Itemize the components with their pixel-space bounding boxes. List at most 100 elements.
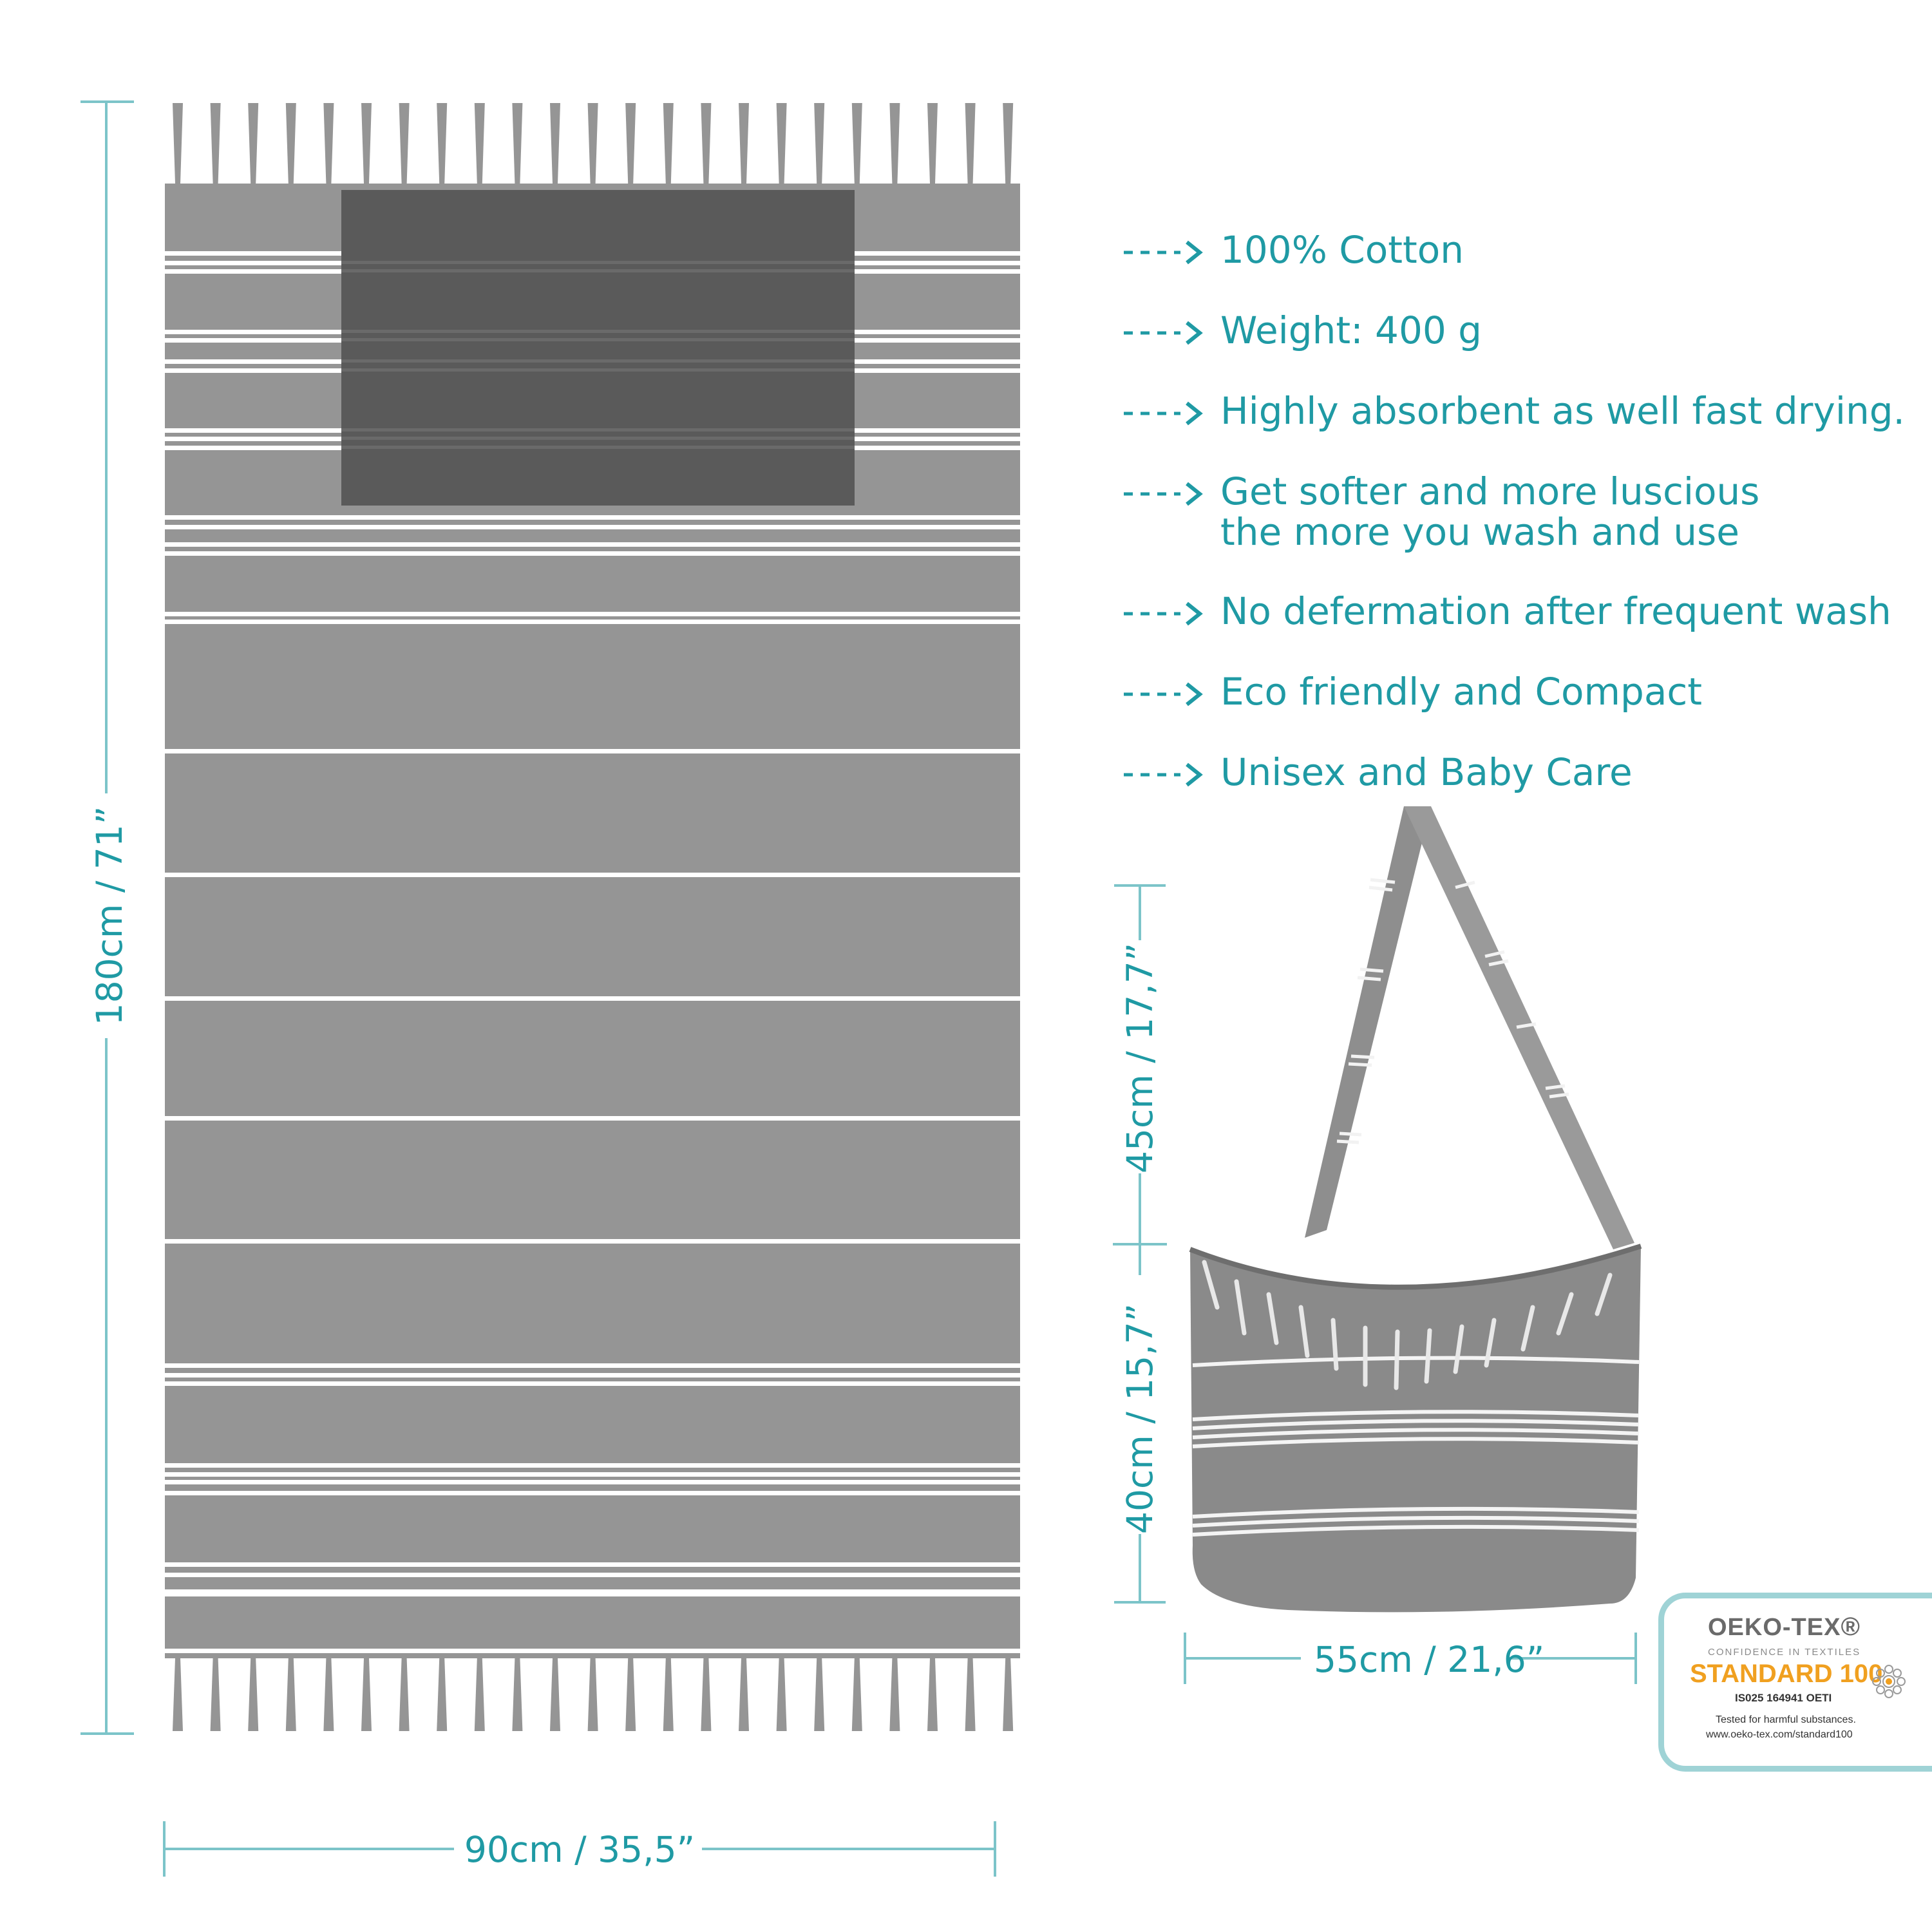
fringe-tassel	[437, 1658, 448, 1731]
fringe-tassel	[814, 103, 825, 184]
bag-height-label: 40cm / 15,7”	[1119, 1303, 1160, 1534]
feature-item: Eco friendly and Compact	[1124, 672, 1916, 712]
feature-item: Highly absorbent as well fast drying.	[1124, 391, 1916, 431]
badge-tested-text: Tested for harmful substances.	[1716, 1714, 1856, 1725]
dashed-arrow-icon	[1124, 240, 1203, 265]
feature-text: Unisex and Baby Care	[1220, 750, 1633, 794]
fringe-tassel	[323, 103, 334, 184]
feature-text: 100% Cotton	[1220, 228, 1464, 272]
towel-fringe-bottom	[173, 1658, 1014, 1731]
fringe-tassel	[512, 1658, 523, 1731]
fringe-tassel	[965, 103, 976, 184]
pillow-stripe	[341, 261, 855, 264]
dashed-arrow-icon	[1124, 601, 1203, 626]
fringe-tassel	[361, 103, 372, 184]
badge-url: www.oeko-tex.com/standard100	[1706, 1729, 1853, 1740]
towel-stripe	[165, 1480, 1020, 1484]
strap-height-label: 45cm / 17,7”	[1119, 942, 1160, 1173]
fringe-tassel	[851, 103, 862, 184]
bag-width-label: 55cm / 21,6”	[1314, 1639, 1545, 1680]
fringe-tassel	[173, 103, 183, 184]
fringe-tassel	[210, 103, 221, 184]
towel-pillow	[341, 190, 855, 506]
fringe-tassel	[437, 103, 448, 184]
towel-stripe	[165, 542, 1020, 547]
oeko-tex-badge: OEKO-TEX® CONFIDENCE IN TEXTILES STANDAR…	[1658, 1593, 1932, 1772]
towel-stripe	[165, 1589, 1020, 1594]
towel-height-dimension-line	[80, 100, 134, 1735]
towel-stripe	[165, 525, 1020, 529]
towel-stripe	[165, 1491, 1020, 1495]
dashed-arrow-icon	[1124, 321, 1203, 345]
oeko-tex-logo-icon	[1872, 1665, 1906, 1698]
towel-stripe	[165, 996, 1020, 1001]
fringe-tassel	[965, 1658, 976, 1731]
fringe-tassel	[587, 1658, 598, 1731]
pillow-stripe	[341, 428, 855, 431]
fringe-tassel	[776, 103, 787, 184]
towel-stripe	[165, 1363, 1020, 1368]
towel-stripe	[165, 873, 1020, 877]
towel-stripe	[165, 551, 1020, 556]
fringe-tassel	[285, 103, 296, 184]
fringe-tassel	[550, 103, 560, 184]
pillow-stripe	[341, 269, 855, 272]
fringe-tassel	[889, 103, 900, 184]
fringe-tassel	[323, 1658, 334, 1731]
fringe-tassel	[248, 103, 259, 184]
towel-stripe	[165, 1239, 1020, 1244]
feature-text: Eco friendly and Compact	[1220, 670, 1702, 714]
badge-certificate: IS025 164941 OETI	[1735, 1692, 1832, 1704]
towel-width-dimension-line	[163, 1821, 996, 1877]
towel-stripe	[165, 1472, 1020, 1477]
towel-stripe	[165, 749, 1020, 753]
feature-text: Highly absorbent as well fast drying.	[1220, 389, 1905, 433]
dashed-arrow-icon	[1124, 682, 1203, 706]
fringe-tassel	[814, 1658, 825, 1731]
fringe-tassel	[361, 1658, 372, 1731]
fringe-tassel	[248, 1658, 259, 1731]
towel-stripe	[165, 1592, 1020, 1596]
badge-brand: OEKO-TEX®	[1708, 1613, 1861, 1641]
pillow-stripe	[341, 446, 855, 449]
towel-width-label: 90cm / 35,5”	[464, 1829, 696, 1870]
badge-standard: STANDARD 100	[1690, 1660, 1883, 1688]
fringe-tassel	[474, 103, 485, 184]
towel-stripe	[165, 1649, 1020, 1653]
pillow-stripe	[341, 437, 855, 440]
bag-strap	[1305, 806, 1634, 1249]
fringe-tassel	[1003, 1658, 1014, 1731]
fringe-tassel	[625, 103, 636, 184]
towel-fringe-top	[173, 103, 1014, 184]
fringe-tassel	[663, 103, 674, 184]
fringe-tassel	[399, 1658, 410, 1731]
fringe-tassel	[285, 1658, 296, 1731]
bag-dimension-lines	[1113, 884, 1637, 1684]
fringe-tassel	[550, 1658, 560, 1731]
fringe-tassel	[739, 1658, 749, 1731]
feature-item: No defermation after frequent wash	[1124, 591, 1916, 632]
bag-illustration	[1189, 806, 1642, 1613]
feature-item: Get softer and more luscious the more yo…	[1124, 471, 1800, 553]
towel-stripe	[165, 1381, 1020, 1386]
fringe-tassel	[173, 1658, 183, 1731]
pillow-stripe	[341, 368, 855, 372]
feature-item: Unisex and Baby Care	[1124, 752, 1916, 793]
towel-height-label: 180cm / 71”	[89, 793, 130, 1038]
fringe-tassel	[512, 103, 523, 184]
towel-stripe	[165, 1562, 1020, 1567]
bag-stripes	[1192, 1356, 1640, 1537]
towel-stripe	[165, 1463, 1020, 1468]
fringe-tassel	[851, 1658, 862, 1731]
fringe-tassel	[889, 1658, 900, 1731]
towel-stripe	[165, 612, 1020, 616]
fringe-tassel	[587, 103, 598, 184]
towel-stripe	[165, 515, 1020, 520]
fringe-tassel	[1003, 103, 1014, 184]
pillow-stripe	[341, 359, 855, 363]
bag-opening	[1189, 1244, 1642, 1290]
towel-stripe	[165, 620, 1020, 624]
fringe-tassel	[927, 103, 938, 184]
towel-stripe	[165, 1116, 1020, 1121]
dashed-arrow-icon	[1124, 762, 1203, 787]
